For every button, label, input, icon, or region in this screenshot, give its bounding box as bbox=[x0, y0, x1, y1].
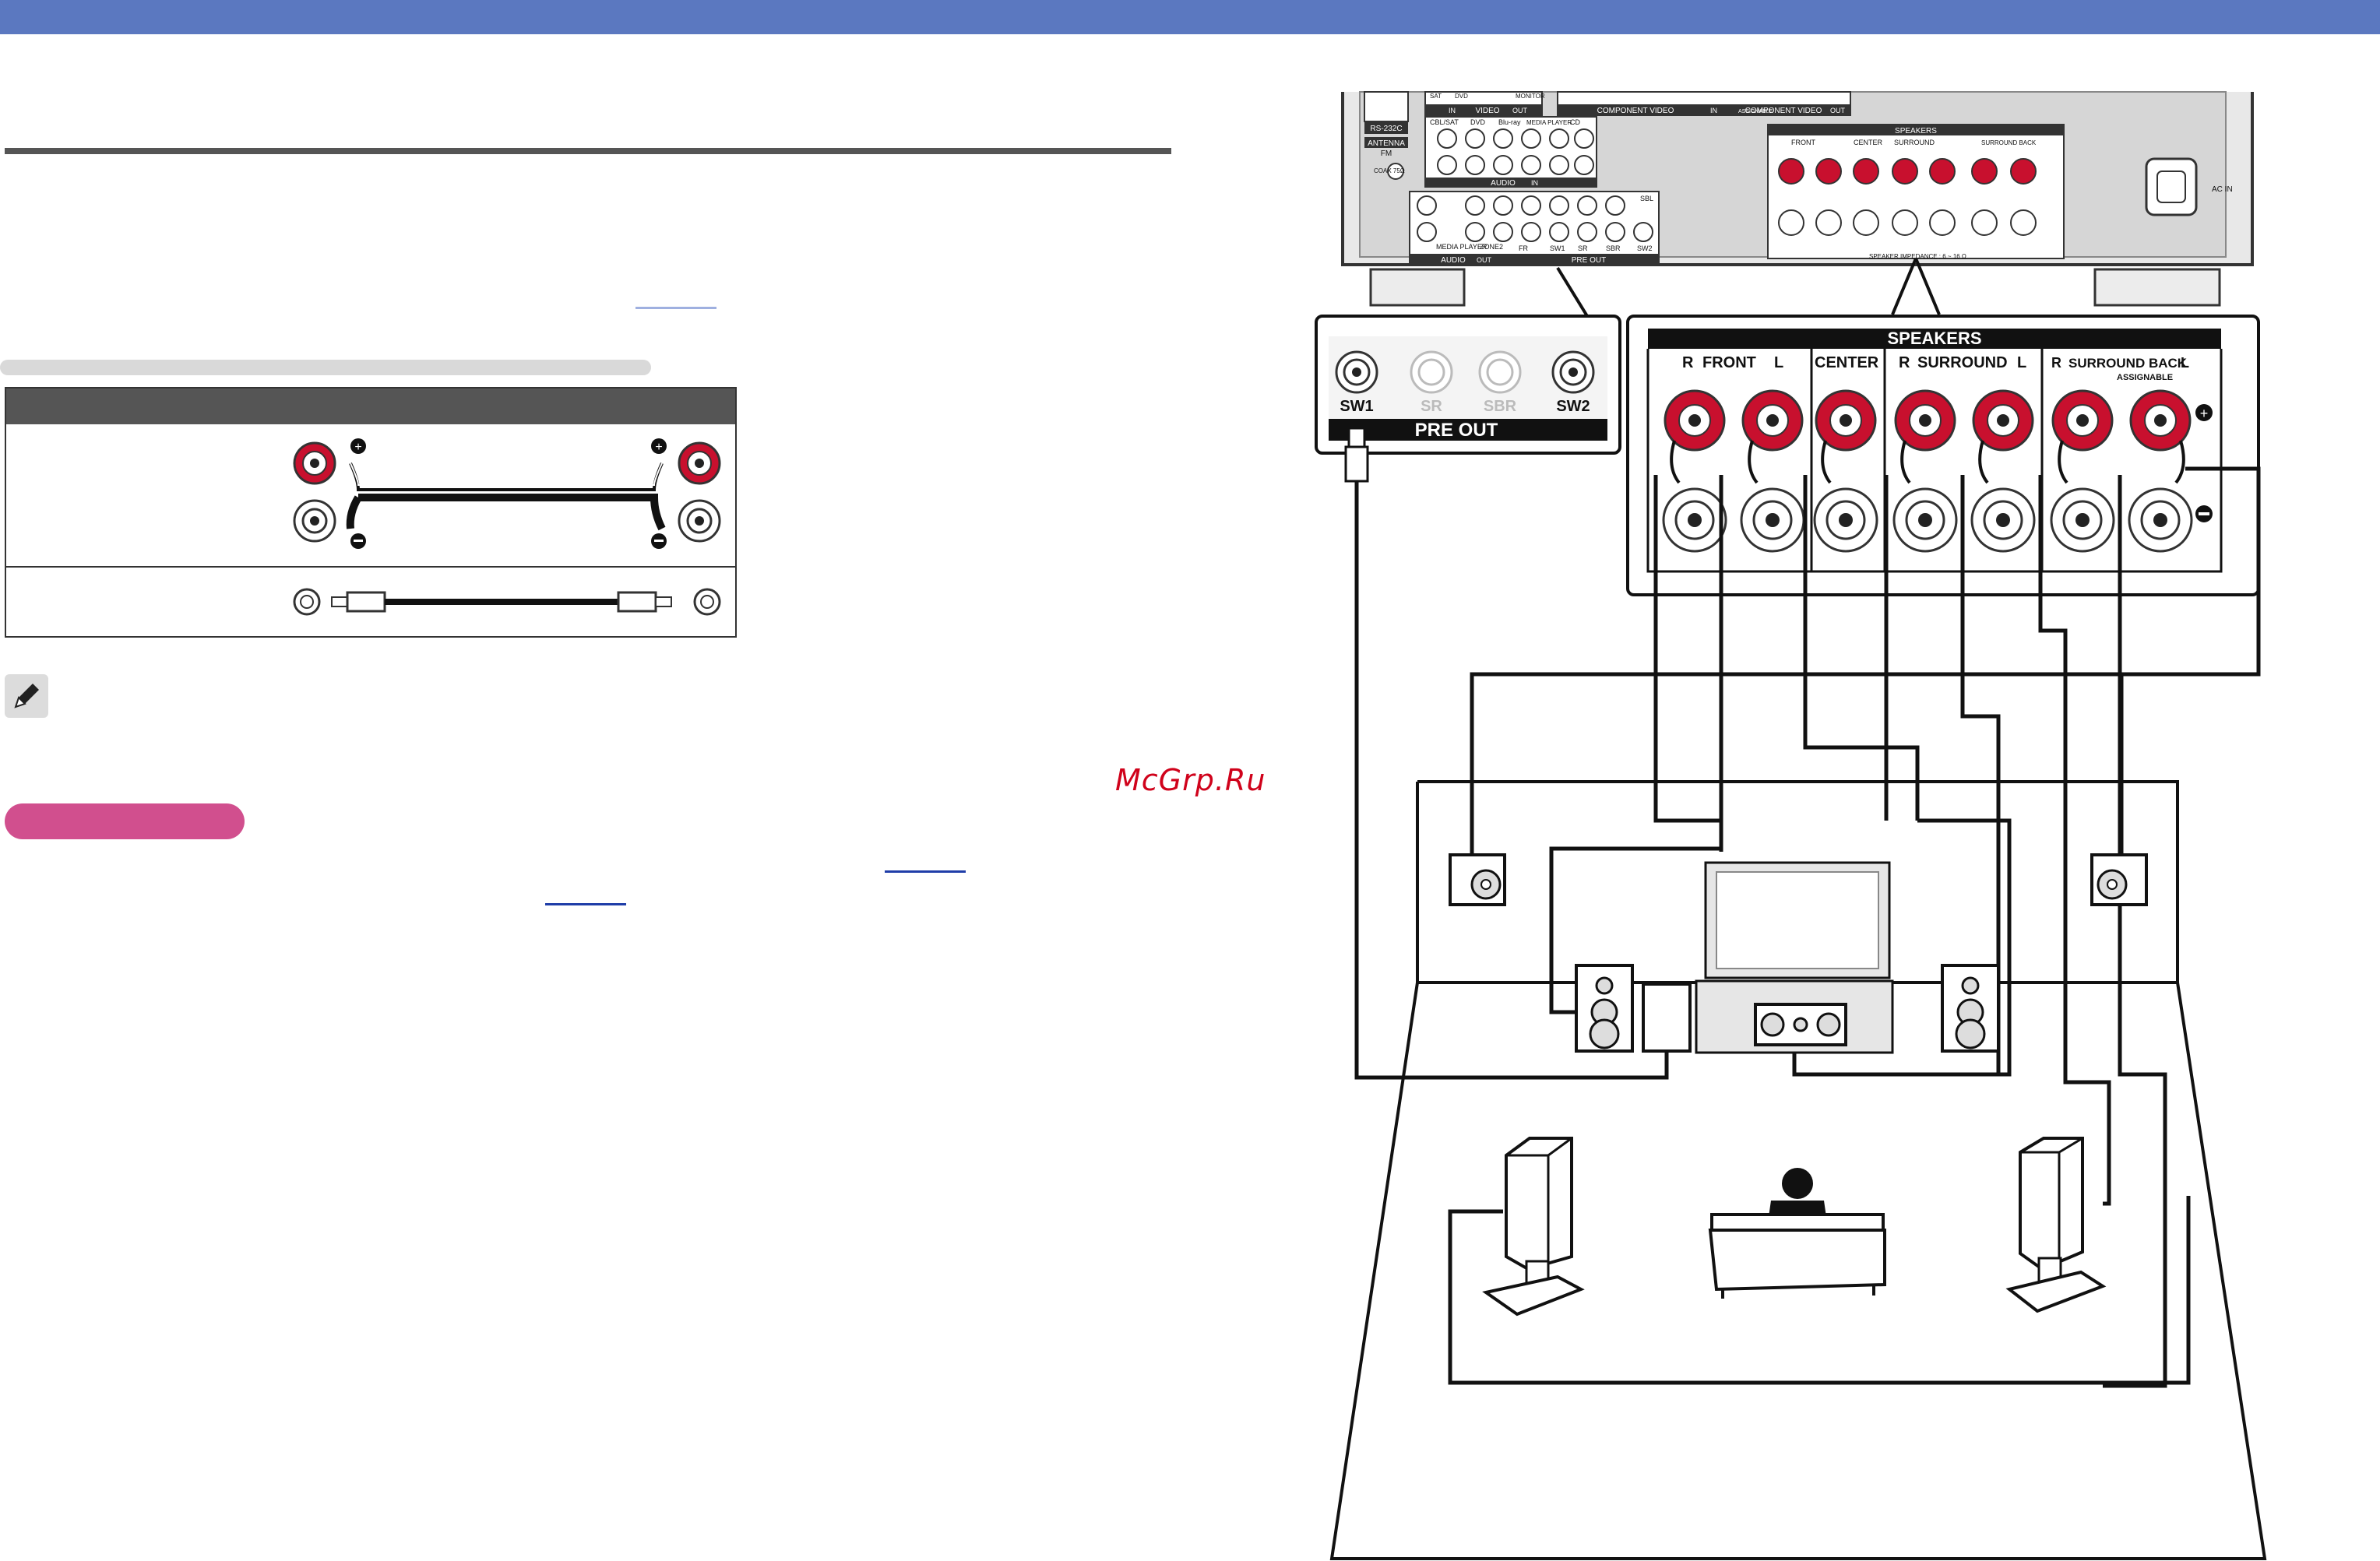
cable-table: + + bbox=[5, 387, 737, 638]
audio-out-out-label: OUT bbox=[1477, 256, 1492, 264]
video-in-label: IN bbox=[1449, 107, 1456, 114]
surround-back-l-label: L bbox=[2181, 355, 2189, 371]
ac-in-label: AC IN bbox=[2212, 185, 2233, 194]
sw2-label: SW2 bbox=[1637, 244, 1653, 252]
panel-surround-back-label: SURROUND BACK bbox=[1981, 139, 2037, 146]
sr-label: SR bbox=[1578, 244, 1588, 252]
speaker-impedance-label: SPEAKER IMPEDANCE : 6 ~ 16 Ω bbox=[1869, 253, 1966, 260]
cable-table-header bbox=[6, 388, 735, 424]
media-player-out-label: MEDIA PLAYER bbox=[1436, 243, 1488, 251]
surround-speaker-left bbox=[1482, 1137, 1585, 1317]
receiver-rear-panel: RS-232C ANTENNA FM COAX 75Ω SAT DVD MONI… bbox=[1341, 91, 2254, 307]
cbl-sat-label: CBL/SAT bbox=[1430, 118, 1459, 126]
component-in-label: IN bbox=[1710, 107, 1717, 114]
center-speaker bbox=[1754, 1003, 1847, 1046]
antenna-label: ANTENNA bbox=[1368, 139, 1405, 148]
audio-label: AUDIO bbox=[1491, 179, 1516, 188]
speaker-terminals bbox=[1662, 389, 2193, 553]
speaker-wires bbox=[1354, 466, 2261, 1388]
cable-section-header bbox=[0, 360, 651, 375]
panel-center-label: CENTER bbox=[1854, 139, 1883, 146]
preout-sw1-label: SW1 bbox=[1340, 398, 1373, 415]
section-rule bbox=[5, 148, 1171, 154]
room-outline bbox=[1329, 780, 2267, 1560]
page-ref-link-3[interactable] bbox=[545, 903, 626, 905]
video-label: VIDEO bbox=[1475, 107, 1499, 115]
listener-on-sofa bbox=[1708, 1168, 1886, 1299]
page-ref-link[interactable] bbox=[635, 307, 716, 309]
audio-out-label: AUDIO bbox=[1441, 256, 1466, 265]
component-video-in-label: COMPONENT VIDEO bbox=[1597, 107, 1674, 115]
surround-back-label: SURROUND BACK bbox=[2068, 356, 2188, 371]
watermark: McGrp.Ru bbox=[1115, 763, 1266, 797]
height-speaker-right bbox=[2090, 853, 2148, 906]
monitor-label: MONITOR bbox=[1516, 93, 1545, 100]
sbr-label: SBR bbox=[1606, 244, 1621, 252]
assignable-label: ASSIGNABLE bbox=[1738, 109, 1773, 114]
surround-r-label: R bbox=[1899, 354, 1910, 371]
zone2-label: ZONE2 bbox=[1480, 243, 1503, 251]
caution-tag bbox=[5, 803, 245, 839]
note-icon bbox=[5, 674, 48, 718]
front-label: FRONT bbox=[1702, 354, 1756, 371]
surround-speaker-right bbox=[2005, 1137, 2107, 1313]
preout-callout: SW1 SR SBR SW2 PRE OUT bbox=[1315, 315, 1621, 483]
fm-label: FM bbox=[1381, 149, 1392, 158]
video-out-label: OUT bbox=[1512, 107, 1528, 114]
cable-table-divider bbox=[6, 566, 735, 568]
television bbox=[1695, 861, 1894, 1054]
cable-illustrations: + + bbox=[293, 438, 721, 616]
assignable-callout-label: ASSIGNABLE bbox=[2117, 373, 2173, 382]
front-l-label: L bbox=[1774, 354, 1783, 371]
panel-surround-label: SURROUND bbox=[1894, 139, 1935, 146]
surround-label: SURROUND bbox=[1917, 354, 2008, 371]
dvd-top-label: DVD bbox=[1455, 93, 1468, 100]
bluray-label: Blu-ray bbox=[1498, 118, 1521, 126]
panel-speakers-label: SPEAKERS bbox=[1895, 127, 1937, 135]
front-r-label: R bbox=[1682, 354, 1694, 371]
pencil-icon bbox=[14, 684, 39, 708]
svg-text:+: + bbox=[2200, 406, 2209, 421]
speakers-callout-title: SPEAKERS bbox=[1887, 329, 1981, 348]
preout-sbr-label: SBR bbox=[1484, 398, 1517, 415]
sw1-label: SW1 bbox=[1550, 244, 1565, 252]
front-speaker-left bbox=[1575, 964, 1634, 1053]
preout-title: PRE OUT bbox=[1415, 420, 1498, 441]
speaker-cable-illustration: + + bbox=[293, 438, 721, 549]
preout-sr-label: SR bbox=[1421, 398, 1442, 415]
surround-l-label: L bbox=[2017, 354, 2026, 371]
height-speaker-left bbox=[1449, 853, 1506, 906]
header-bar bbox=[0, 0, 2380, 34]
coax-label: COAX 75Ω bbox=[1374, 167, 1405, 174]
audio-cable-illustration bbox=[293, 588, 721, 616]
preout-sw2-label: SW2 bbox=[1556, 398, 1590, 415]
svg-text:+: + bbox=[655, 441, 662, 454]
speakers-callout: SPEAKERS R FRONT L CENTER R SURROUND L R… bbox=[1626, 315, 2260, 596]
surround-back-r-label: R bbox=[2051, 355, 2061, 371]
sbl-label: SBL bbox=[1640, 195, 1653, 202]
sat-label: SAT bbox=[1430, 93, 1442, 100]
media-player-label: MEDIA PLAYER bbox=[1526, 119, 1572, 126]
svg-text:+: + bbox=[354, 441, 361, 454]
component-video-out-label: COMPONENT VIDEO bbox=[1745, 107, 1822, 115]
rs232c-label: RS-232C bbox=[1370, 125, 1402, 133]
fr-label: FR bbox=[1519, 244, 1528, 252]
subwoofer bbox=[1642, 983, 1692, 1053]
page-ref-link-2[interactable] bbox=[885, 870, 966, 873]
pre-out-label: PRE OUT bbox=[1572, 256, 1606, 265]
center-label: CENTER bbox=[1815, 354, 1879, 371]
dvd-label: DVD bbox=[1470, 118, 1486, 126]
panel-front-label: FRONT bbox=[1791, 139, 1815, 146]
audio-in-label: IN bbox=[1531, 179, 1538, 187]
component-out-label: OUT bbox=[1830, 107, 1846, 114]
front-speaker-right bbox=[1941, 964, 2000, 1053]
cd-label: CD bbox=[1570, 118, 1580, 126]
